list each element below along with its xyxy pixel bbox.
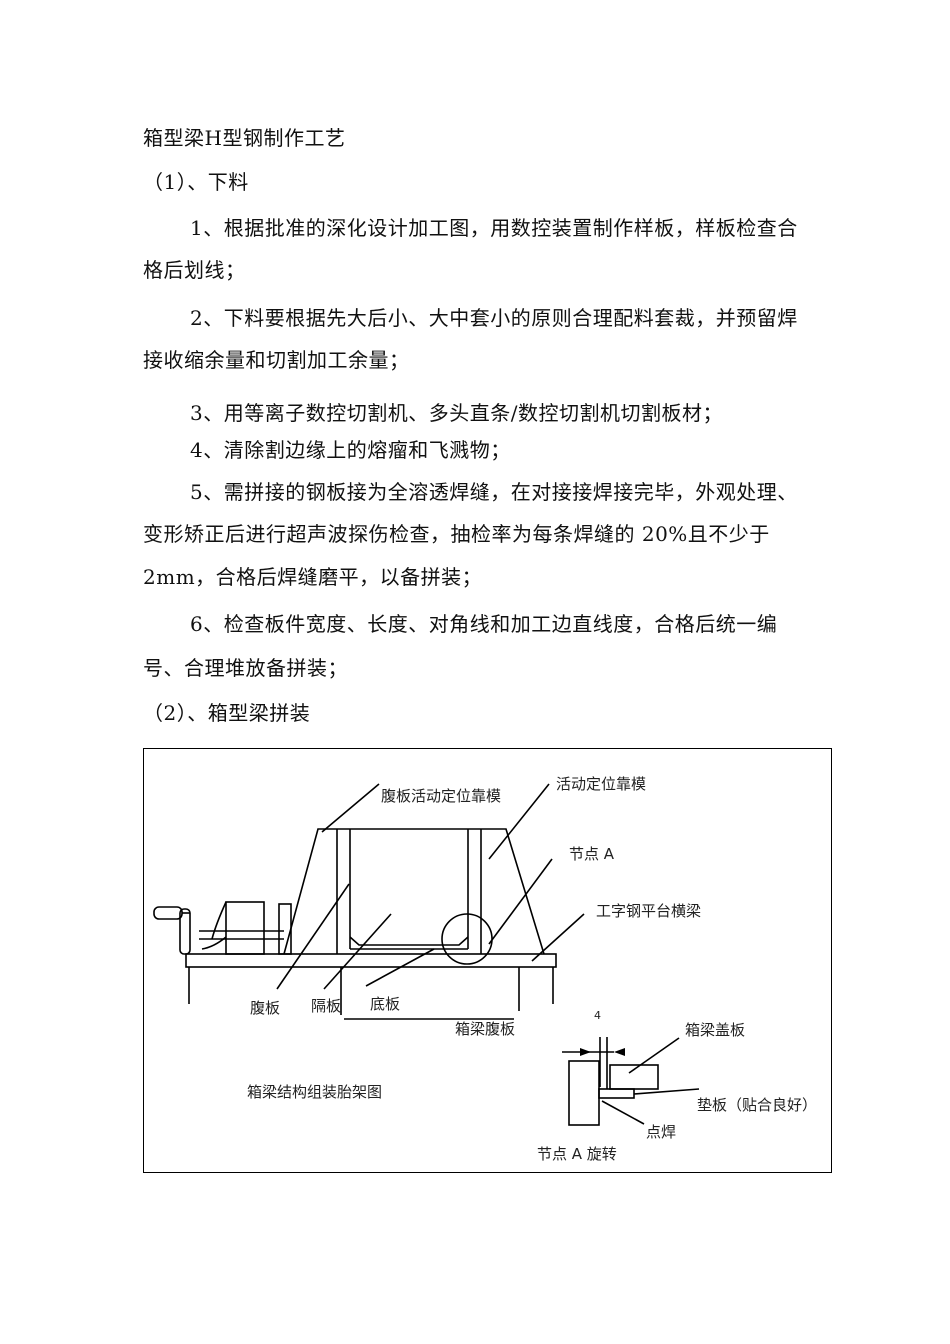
label-diaphragm: 隔板 (311, 997, 341, 1015)
paragraph-6-line-2: 号、合理堆放备拼装； (143, 656, 348, 680)
clamp-arc-2 (201, 936, 227, 950)
section-heading-1: （1）、下料 (143, 170, 249, 194)
figure-caption: 箱梁结构组装胎架图 (247, 1083, 382, 1101)
assembly-jig-diagram: 腹板活动定位靠模 活动定位靠模 节点 A 工字钢平台横梁 腹板 隔板 底板 箱梁… (143, 748, 832, 1173)
leader-diaphragm (323, 913, 392, 990)
node-a-circle (441, 913, 493, 965)
leader-box-cover (628, 1037, 680, 1074)
box-section (349, 936, 469, 946)
handwheel (179, 908, 191, 955)
section-heading-2: （2）、箱型梁拼装 (143, 701, 311, 725)
web-movable-mold (283, 828, 545, 955)
leader-web (276, 883, 350, 990)
label-box-web: 箱梁腹板 (455, 1020, 515, 1038)
leader-bottom (365, 948, 435, 987)
dim-arrow-right (614, 1048, 625, 1056)
label-gap-dimension: 4 (594, 1009, 601, 1022)
platform-beam (185, 953, 557, 968)
detail-web-plate (568, 1060, 600, 1126)
leader-pad (633, 1088, 700, 1095)
paragraph-1-line-1: 1、根据批准的深化设计加工图，用数控装置制作样板，样板检查合 (190, 216, 798, 240)
label-bottom-plate: 底板 (370, 995, 400, 1013)
paragraph-5-line-2: 变形矫正后进行超声波探伤检查，抽检率为每条焊缝的 20%且不少于 (143, 522, 770, 546)
paragraph-6-line-1: 6、检查板件宽度、长度、对角线和加工边直线度，合格后统一编 (190, 612, 778, 636)
label-i-beam: 工字钢平台横梁 (596, 902, 701, 920)
label-spot-weld: 点焊 (646, 1123, 676, 1141)
leader-movable-mold (488, 783, 550, 860)
leader-spot-weld (601, 1100, 645, 1125)
label-node-a-rotation: 节点 A 旋转 (537, 1145, 617, 1163)
label-node-a: 节点 A (569, 845, 615, 863)
clamp-block (278, 903, 292, 955)
label-web: 腹板 (250, 999, 280, 1017)
handle (153, 906, 183, 920)
label-pad: 垫板（贴合良好） (697, 1096, 817, 1114)
paragraph-4: 4、清除割边缘上的熔瘤和飞溅物； (190, 438, 511, 462)
paragraph-2-line-2: 接收缩余量和切割加工余量； (143, 348, 410, 372)
dim-arrow-left (580, 1048, 591, 1056)
diagram-drawing: 腹板活动定位靠模 活动定位靠模 节点 A 工字钢平台横梁 腹板 隔板 底板 箱梁… (153, 775, 817, 1163)
paragraph-2-line-1: 2、下料要根据先大后小、大中套小的原则合理配料套裁，并预留焊 (190, 306, 798, 330)
clamp-housing (225, 901, 265, 955)
leader-node-a (488, 858, 553, 945)
detail-pad (598, 1088, 635, 1099)
paragraph-1-line-2: 格后划线； (143, 258, 246, 282)
paragraph-5-line-1: 5、需拼接的钢板接为全溶透焊缝，在对接接焊接完毕，外观处理、 (190, 480, 798, 504)
label-web-mold: 腹板活动定位靠模 (381, 787, 501, 805)
leader-i-beam (531, 913, 585, 962)
paragraph-5-line-3: 2mm，合格后焊缝磨平，以备拼装； (143, 565, 483, 589)
leader-web-mold (321, 783, 380, 833)
label-movable-mold: 活动定位靠模 (556, 775, 646, 793)
clamp-arc (211, 901, 227, 940)
doc-title: 箱型梁H型钢制作工艺 (143, 126, 346, 150)
label-box-cover: 箱梁盖板 (685, 1021, 745, 1039)
paragraph-3: 3、用等离子数控切割机、多头直条/数控切割机切割板材； (190, 401, 723, 425)
